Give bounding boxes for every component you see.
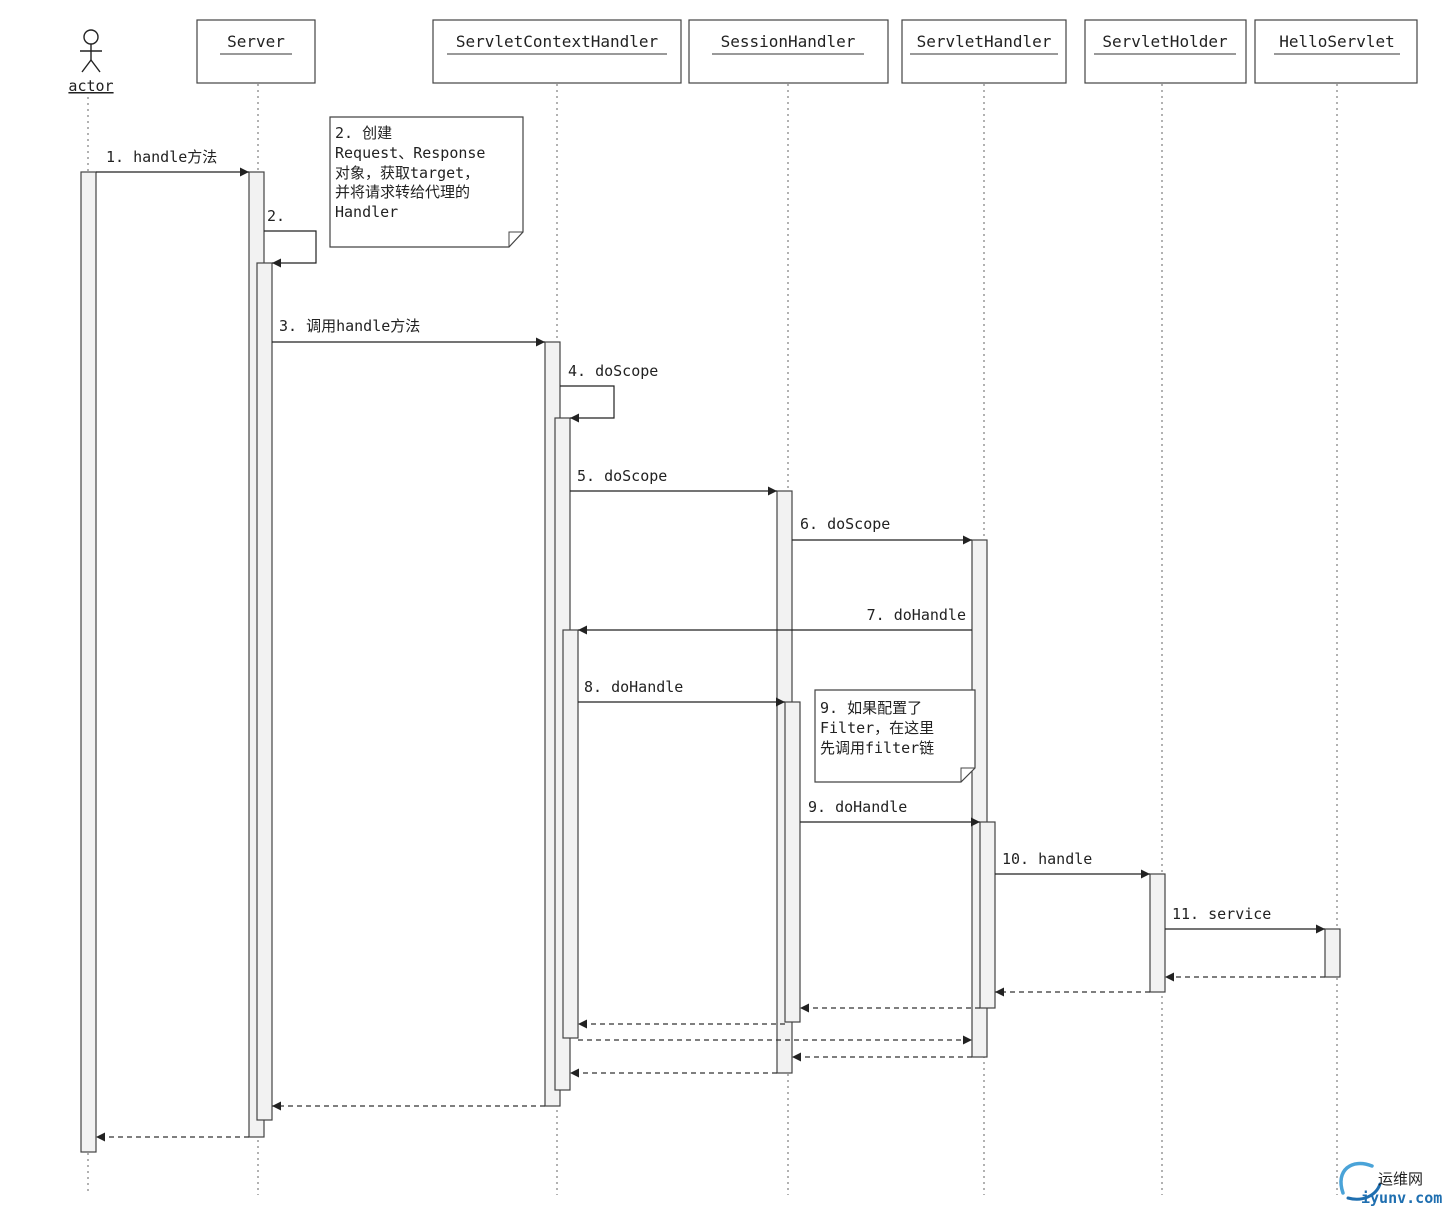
note-line: Handler (335, 203, 398, 221)
participant-session-handler: SessionHandler (688, 19, 889, 84)
participant-servlet-holder: ServletHolder (1084, 19, 1247, 84)
participant-servlet-context-handler: ServletContextHandler (432, 19, 682, 84)
logo-swirl-icon (1339, 1161, 1382, 1201)
participant-servlet-handler: ServletHandler (901, 19, 1067, 84)
note-line: Request、Response (335, 144, 485, 162)
participant-server: Server (196, 19, 316, 84)
activation-bar (784, 701, 801, 1023)
message-label: 3. 调用handle方法 (279, 317, 420, 335)
message-arrow (560, 385, 615, 423)
message-label: 1. handle方法 (106, 148, 217, 166)
message-label: 5. doScope (577, 467, 667, 485)
participant-label: ServletContextHandler (456, 32, 659, 51)
stick-figure-icon (80, 29, 102, 73)
message-label: 2. (267, 207, 285, 225)
participant-label: Server (227, 32, 285, 51)
message-label: 6. doScope (800, 515, 890, 533)
activation-bar (1324, 928, 1341, 978)
message-label: 9. doHandle (808, 798, 907, 816)
message-label: 8. doHandle (584, 678, 683, 696)
message-label: 4. doScope (568, 362, 658, 380)
participant-hello-servlet: HelloServlet (1254, 19, 1418, 84)
note-filter-chain: 9. 如果配置了 Filter，在这里 先调用filter链 (814, 689, 976, 783)
message-label: 10. handle (1002, 850, 1092, 868)
watermark: 运维网 iyunv.com (1339, 1161, 1442, 1207)
message-arrow (264, 230, 317, 268)
activation-bar (979, 821, 996, 1009)
participant-label: SessionHandler (721, 32, 856, 51)
note-line: 并将请求转给代理的 (335, 183, 470, 201)
participant-label: ServletHandler (917, 32, 1052, 51)
message-label: 7. doHandle (867, 606, 966, 624)
activation-bar (562, 629, 579, 1039)
activation-bar (256, 262, 273, 1121)
watermark-domain: iyunv.com (1361, 1189, 1442, 1207)
message-label: 11. service (1172, 905, 1271, 923)
note-line: 9. 如果配置了 (820, 699, 922, 717)
watermark-cn: 运维网 (1378, 1170, 1423, 1188)
participant-label: ServletHolder (1102, 32, 1228, 51)
note-line: 2. 创建 (335, 124, 392, 142)
note-create-request-response: 2. 创建 Request、Response 对象，获取target， 并将请求… (329, 116, 524, 248)
participant-label: HelloServlet (1279, 32, 1395, 51)
participant-label: actor (68, 77, 113, 95)
note-line: 对象，获取target， (335, 164, 479, 182)
note-line: 先调用filter链 (820, 739, 934, 757)
participant-actor: actor (68, 29, 114, 95)
activation-bar (1149, 873, 1166, 993)
note-line: Filter，在这里 (820, 719, 934, 737)
activation-bar (80, 171, 97, 1153)
